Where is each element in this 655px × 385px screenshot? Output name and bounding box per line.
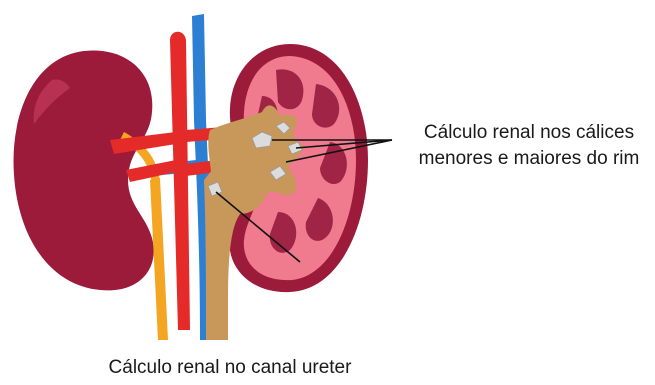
ureter-stone-label: Cálculo renal no canal ureter: [60, 355, 400, 381]
calyces-label-line1: Cálculo renal nos cálices: [404, 120, 654, 146]
calyces-label-line2: menores e maiores do rim: [404, 146, 654, 172]
calyces-stone-label: Cálculo renal nos cálices menores e maio…: [404, 120, 654, 172]
